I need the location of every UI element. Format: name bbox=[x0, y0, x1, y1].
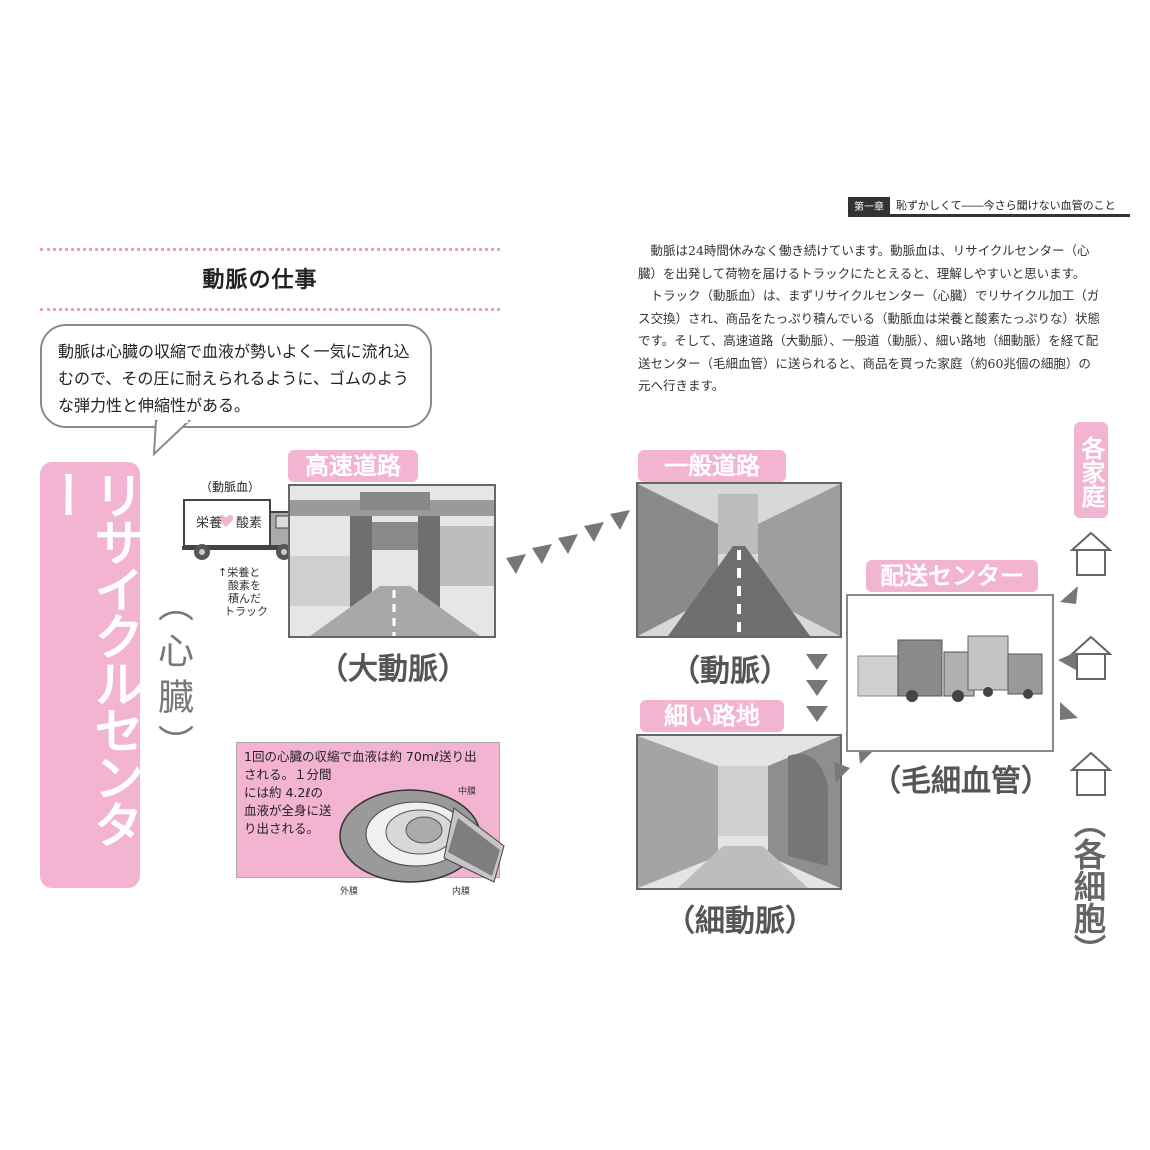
label-inner-membrane: 内膜 bbox=[452, 887, 471, 897]
truck-note-line: 酸素を bbox=[228, 579, 261, 592]
info-line: 血液が全身に送 bbox=[244, 803, 332, 818]
section-title: 動脈の仕事 bbox=[202, 268, 318, 293]
chapter-tag: 第一章 bbox=[848, 196, 890, 214]
alley-photo bbox=[636, 734, 842, 890]
bubble-tail bbox=[152, 420, 192, 457]
homes-tag: 各家庭 bbox=[1074, 422, 1108, 518]
label-outer-membrane: 外膜 bbox=[340, 887, 359, 897]
house-icon bbox=[1069, 751, 1113, 796]
heart-label: （心臓） bbox=[152, 586, 193, 770]
title-divider-bottom bbox=[40, 308, 500, 311]
body-paragraph: トラック（動脈血）は、まずリサイクルセンター（心臓）でリサイクル加工（ガス交換）… bbox=[638, 288, 1101, 393]
info-line: される。１分間 bbox=[244, 767, 332, 782]
truck-note-line: トラック bbox=[224, 605, 268, 618]
speech-bubble: 動脈は心臓の収縮で血液が勢いよく一気に流れ込 むので、その圧に耐えられるように、… bbox=[40, 324, 432, 428]
house-icon bbox=[1069, 635, 1113, 680]
arrow-chain-4 bbox=[1058, 586, 1078, 720]
recycle-center-label: リサイクルセンター bbox=[36, 470, 144, 846]
info-line: り出される。 bbox=[244, 821, 320, 836]
truck-title: （動脈血） bbox=[200, 480, 261, 494]
truck-note-line: ↑栄養と bbox=[218, 566, 261, 579]
delivery-label: （毛細血管） bbox=[871, 764, 1051, 799]
artery-cross-section bbox=[339, 789, 505, 883]
body-text: 動脈は24時間休みなく働き続けています。動脈血は、リサイクルセンター（心臓）を出… bbox=[638, 240, 1102, 398]
bubble-line: むので、その圧に耐えられるように、ゴムのよう bbox=[58, 369, 409, 388]
body-paragraph: 動脈は24時間休みなく働き続けています。動脈血は、リサイクルセンター（心臓）を出… bbox=[638, 243, 1090, 281]
highway-label: （大動脈） bbox=[318, 652, 468, 687]
arrow-chain-2 bbox=[806, 654, 828, 722]
running-header-title: 恥ずかしくて――今さら聞けない血管のこと bbox=[896, 199, 1116, 212]
delivery-tag: 配送センター bbox=[866, 560, 1038, 592]
info-line: 1回の心臓の収縮で血液は約 70mℓ送り出 bbox=[244, 749, 477, 764]
alley-label: （細動脈） bbox=[665, 904, 815, 939]
truck-sign-right: 酸素 bbox=[236, 516, 263, 531]
truck-note-line: 積んだ bbox=[228, 592, 261, 605]
bubble-line: な弾力性と伸縮性がある。 bbox=[58, 396, 251, 415]
alley-tag: 細い路地 bbox=[640, 700, 784, 732]
house-icon bbox=[1069, 531, 1113, 576]
delivery-photo bbox=[846, 594, 1054, 752]
info-text: 1回の心臓の収縮で血液は約 70mℓ送り出 される。１分間 には約 4.2ℓの … bbox=[244, 748, 496, 838]
road-tag: 一般道路 bbox=[638, 450, 786, 482]
bubble-line: 動脈は心臓の収縮で血液が勢いよく一気に流れ込 bbox=[58, 342, 410, 361]
recycle-center-panel: リサイクルセンター bbox=[36, 462, 144, 888]
running-header: 第一章 恥ずかしくて――今さら聞けない血管のこと bbox=[848, 196, 1130, 217]
truck-sign-left: 栄養 bbox=[196, 516, 223, 531]
road-photo bbox=[636, 482, 842, 638]
highway-tag: 高速道路 bbox=[288, 450, 418, 482]
cells-label: （各細胞） bbox=[1069, 806, 1107, 966]
label-middle-membrane: 中膜 bbox=[458, 787, 477, 797]
highway-photo bbox=[288, 484, 496, 638]
road-label: （動脈） bbox=[670, 654, 790, 689]
title-divider-top bbox=[40, 248, 500, 251]
truck-note: ↑栄養と 酸素を 積んだ トラック bbox=[218, 566, 268, 618]
info-line: には約 4.2ℓの bbox=[244, 785, 324, 800]
arrow-chain-1 bbox=[506, 510, 630, 574]
